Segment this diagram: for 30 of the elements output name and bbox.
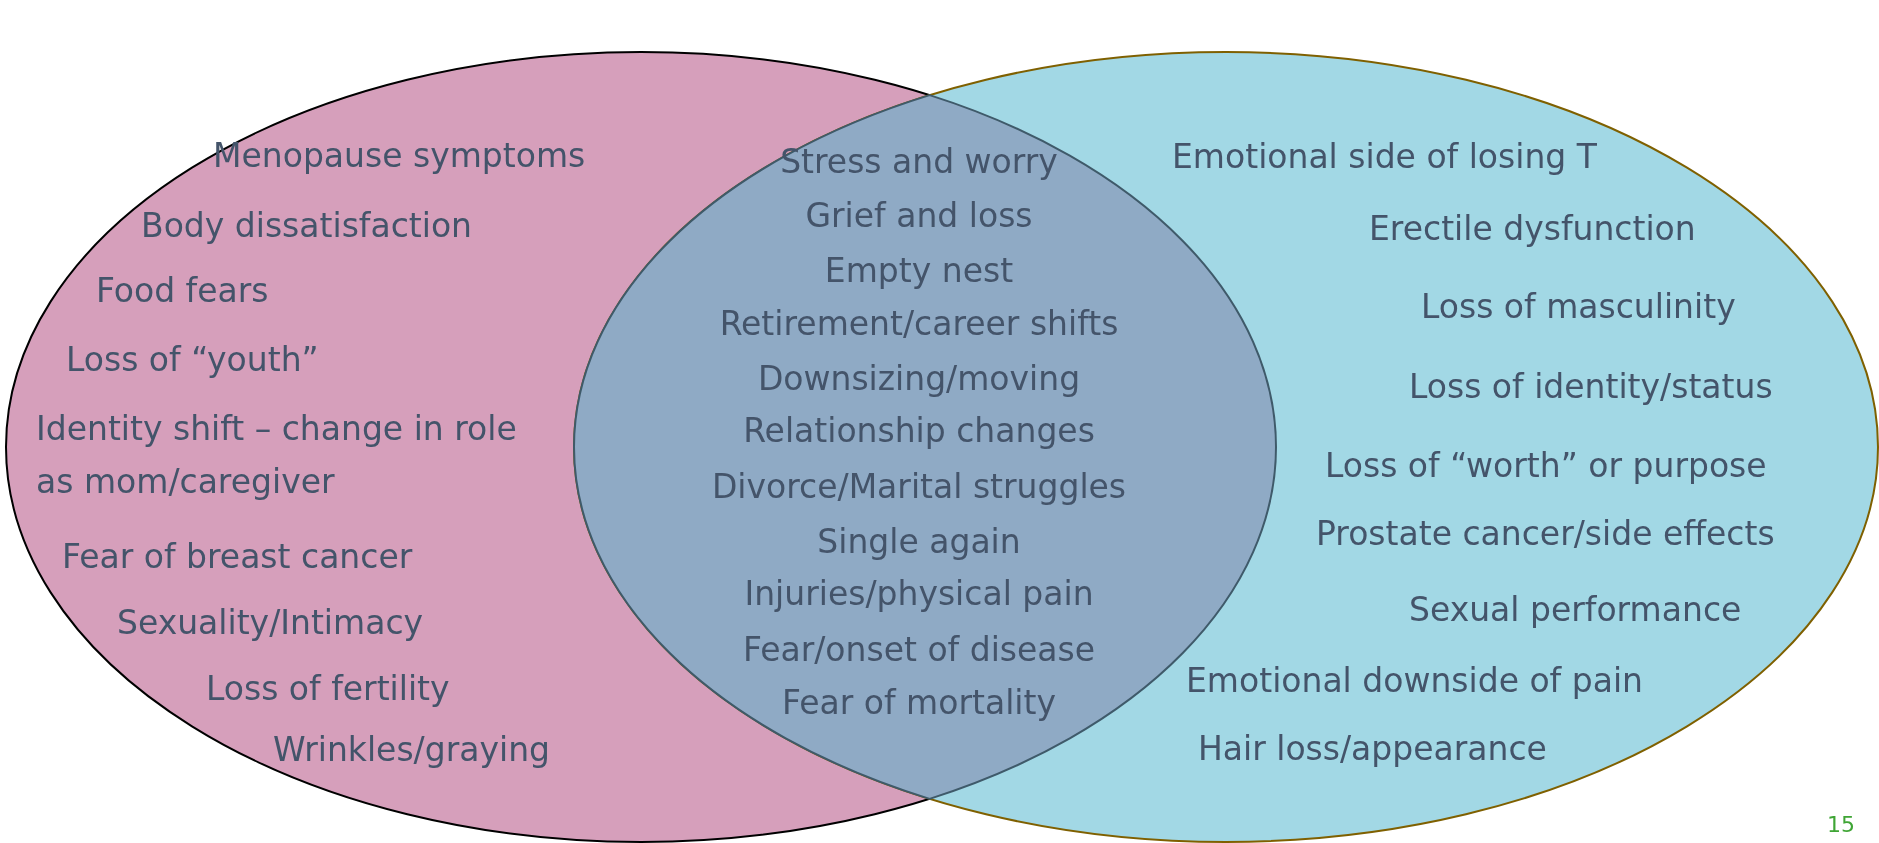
- topic-text: Emotional downside of pain: [1186, 659, 1643, 702]
- topic-text: Prostate cancer/side effects: [1316, 512, 1775, 555]
- topic-text: Sexuality/Intimacy: [117, 601, 424, 644]
- topic-text: Erectile dysfunction: [1369, 207, 1696, 250]
- topic-text: Identity shift – change in role as mom/caregiver: [36, 407, 518, 503]
- topic-text: Relationship changes: [743, 409, 1095, 452]
- topic-text: Downsizing/moving: [757, 357, 1081, 400]
- topic-text: Hair loss/appearance: [1198, 727, 1547, 770]
- topic-text: Menopause symptoms: [213, 134, 586, 177]
- topic-text: Fear of breast cancer: [62, 535, 413, 578]
- topic-text: Divorce/Marital struggles: [711, 465, 1127, 508]
- topic-text: Loss of “youth”: [66, 338, 319, 381]
- topic-text: Wrinkles/graying: [273, 728, 550, 771]
- topic-text: Sexual performance: [1409, 588, 1742, 631]
- topic-text: Food fears: [96, 269, 269, 312]
- topic-text: Injuries/physical pain: [744, 572, 1094, 615]
- topic-text: Loss of fertility: [206, 667, 450, 710]
- topic-text: Empty nest: [824, 249, 1014, 292]
- topic-text: Loss of masculinity: [1421, 285, 1736, 328]
- topic-text: Retirement/career shifts: [719, 302, 1119, 345]
- topic-text: Grief and loss: [805, 194, 1033, 237]
- topic-text: Fear of mortality: [782, 681, 1056, 724]
- topic-text: Loss of identity/status: [1409, 365, 1773, 408]
- page-number: 15: [1827, 812, 1855, 837]
- topic-text: Body dissatisfaction: [141, 204, 472, 247]
- topic-text: Single again: [817, 520, 1021, 563]
- topic-text: Stress and worry: [780, 140, 1058, 183]
- topic-text: Loss of “worth” or purpose: [1325, 444, 1767, 487]
- topic-text: Emotional side of losing T: [1172, 135, 1597, 178]
- topic-text: Fear/onset of disease: [743, 628, 1095, 671]
